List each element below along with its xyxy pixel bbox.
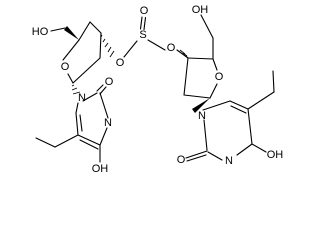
- bond-c4-oh-right: [251, 143, 267, 153]
- bond-ethyl-ch3-left: [35, 137, 56, 148]
- sulfite-group: [123, 16, 166, 58]
- atom-s: S: [139, 29, 146, 41]
- left-base-ring: [35, 84, 109, 163]
- bond-c6-c5-right-a: [229, 100, 249, 110]
- atom-hydroxyl-right: OH: [192, 4, 209, 16]
- atom-o2-left: O: [105, 76, 114, 88]
- bond-n1-c6-right: [202, 100, 231, 111]
- bond-c4-c5-left-a: [77, 134, 101, 146]
- bond-c3-c4-right: [187, 57, 214, 60]
- right-base-ring: [185, 70, 275, 162]
- hatch-c3-o-left: [100, 34, 115, 58]
- bond-c2-c1-left: [72, 57, 101, 84]
- hatch-c3-o-right: [179, 49, 189, 59]
- bond-c2-o-right-a: [185, 150, 208, 159]
- bond-c2-n1-right: [203, 119, 208, 151]
- atom-n1-right: N: [198, 110, 206, 122]
- wedge-c4-ch2-left: [64, 26, 79, 40]
- bond-c2-n3-left: [99, 92, 109, 119]
- bond-c2-o-left-b: [96, 84, 104, 92]
- left-sugar-ring: [50, 21, 115, 95]
- atom-n3-right: N: [225, 155, 233, 167]
- atom-labels: O S O O HO OH O O N N O O N N OH OH: [32, 4, 284, 175]
- bond-s-o-left: [123, 40, 138, 58]
- atom-hydroxyl4-left: OH: [92, 163, 109, 175]
- atom-ring-o-right: O: [215, 71, 224, 83]
- atom-sulfinyl-o: O: [140, 5, 149, 17]
- bond-c2-o-left-a: [99, 86, 107, 95]
- bond-ch2-oh-left: [50, 27, 66, 32]
- atom-n1-left: N: [78, 92, 86, 104]
- bond-c5-ethyl-left: [54, 134, 79, 148]
- atom-n3-left: N: [104, 117, 112, 129]
- bond-n3-c2-right: [207, 151, 223, 161]
- bond-n3-c4-left: [99, 127, 108, 146]
- hatch-c1-n-left: [71, 84, 81, 95]
- bond-s-o-right: [147, 39, 166, 51]
- bond-c4-n3-right: [236, 143, 253, 156]
- bond-ethyl-ch3-right: [272, 70, 275, 93]
- bond-c6-c5-right-b: [230, 105, 247, 114]
- bond-o-ring-c1-right: [209, 83, 218, 99]
- bond-c4-c5-left-b: [79, 139, 99, 150]
- bond-o-c4-left: [62, 39, 80, 61]
- bond-s-o-double-1: [139, 16, 143, 30]
- atom-o-ester-left: O: [116, 57, 125, 69]
- atom-o-ester-right: O: [167, 42, 176, 54]
- bond-c5-c4-right: [247, 108, 253, 145]
- bond-c6-c5-double-left: [79, 114, 83, 132]
- bond-c5-c4-left: [78, 21, 91, 41]
- bond-s-o-double-2: [143, 16, 147, 31]
- right-sugar-ring: [176, 14, 218, 113]
- wedge-c1-n-right: [192, 98, 210, 113]
- bond-c6-n1-left: [75, 102, 79, 114]
- bond-c5-c6-left: [75, 112, 79, 136]
- chemical-structure-diagram: O S O O HO OH O O N N O O N N OH OH: [32, 4, 284, 175]
- bond-c1-o-left: [67, 73, 74, 84]
- bond-c2-c3-right: [183, 57, 189, 96]
- bond-c2-o-right-b: [186, 154, 207, 162]
- bond-c4-c3-left: [89, 21, 102, 34]
- atom-hydroxyl-left: HO: [32, 26, 49, 38]
- atom-ring-o-left: O: [61, 61, 70, 73]
- bond-c3-c2-left: [99, 32, 102, 59]
- atom-hydroxyl4-right: OH: [267, 149, 284, 161]
- bond-c5-oh-right: [200, 14, 214, 39]
- bond-c5-ethyl-right: [247, 91, 275, 110]
- bond-n1-c2-left: [82, 92, 98, 102]
- atom-o2-right: O: [177, 154, 186, 166]
- bond-c4-o-ring-right: [212, 58, 218, 71]
- bond-c1-c2-right: [183, 94, 211, 99]
